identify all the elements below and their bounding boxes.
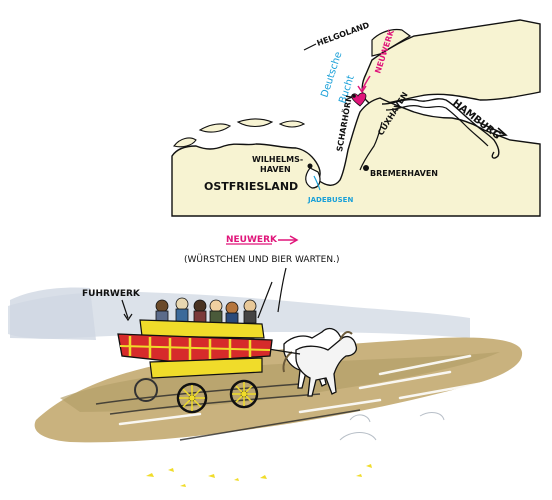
island-4 xyxy=(278,120,306,128)
horse-tail xyxy=(282,351,293,373)
wagon-chassis xyxy=(149,357,263,379)
whip xyxy=(257,281,273,319)
wagon-seats xyxy=(139,319,265,339)
hamburg-arrowhead xyxy=(495,127,508,137)
horse-front xyxy=(295,335,358,397)
land-south xyxy=(171,97,541,217)
island-1 xyxy=(173,137,197,148)
neuwerk-pointer xyxy=(361,75,371,91)
jadebusen-bay xyxy=(305,167,321,189)
wagon-rail xyxy=(119,345,271,351)
scene-fuhrwerk-label: FUHRWERK xyxy=(82,289,141,299)
water-streaks xyxy=(118,354,502,426)
island-2 xyxy=(198,123,232,133)
wet-sand xyxy=(60,352,500,412)
scharhoern-dot xyxy=(352,94,356,98)
label-wilhelmshaven-1: WILHELMS- xyxy=(252,155,303,164)
wheel-front xyxy=(229,379,259,409)
land-north-west xyxy=(371,28,412,57)
puddles xyxy=(339,412,445,441)
weser-river xyxy=(359,121,383,171)
jadebusen-pointer xyxy=(313,175,321,191)
wagon xyxy=(117,281,273,414)
neuwerk-pointer-head xyxy=(357,85,367,94)
label-ostfriesland: OSTFRIESLAND xyxy=(204,180,298,193)
wheel-back xyxy=(176,382,208,414)
horse-mane xyxy=(339,331,353,341)
scene-neuwerk-label: NEUWERK xyxy=(226,235,278,245)
label-helgoland: HELGOLAND xyxy=(316,20,371,47)
elbe-river xyxy=(381,98,500,159)
yellow-dabs xyxy=(146,464,372,487)
bremerhaven-dot xyxy=(363,165,369,171)
hamburg-arrow xyxy=(477,121,505,135)
scene-caption: (WÜRSTCHEN UND BIER WARTEN.) xyxy=(184,254,339,265)
horses xyxy=(282,327,358,397)
label-jadebusen: JADEBUSEN xyxy=(307,196,353,204)
map: HELGOLAND NEUWERK Deutsche Bucht HAMBURG… xyxy=(171,19,541,217)
wheel-back-far xyxy=(134,378,158,402)
scene-neuwerk-arrowhead xyxy=(289,235,299,245)
island-3 xyxy=(236,118,274,128)
caption-pointer xyxy=(277,267,287,313)
helgoland-pointer xyxy=(303,43,317,51)
fuhrwerk-pointer xyxy=(121,299,129,319)
passengers xyxy=(155,297,257,326)
sky-haze-left xyxy=(10,287,96,340)
elbe-river-bank xyxy=(385,104,489,147)
wadden-scene: NEUWERK (WÜRSTCHEN UND BIER WARTEN.) FUH… xyxy=(8,235,523,487)
fuhrwerk-pointer-head xyxy=(123,313,133,322)
label-wilhelmshaven-2: HAVEN xyxy=(260,165,291,174)
label-bremerhaven: BREMERHAVEN xyxy=(370,169,438,178)
wilhelmshaven-dot xyxy=(307,163,313,169)
